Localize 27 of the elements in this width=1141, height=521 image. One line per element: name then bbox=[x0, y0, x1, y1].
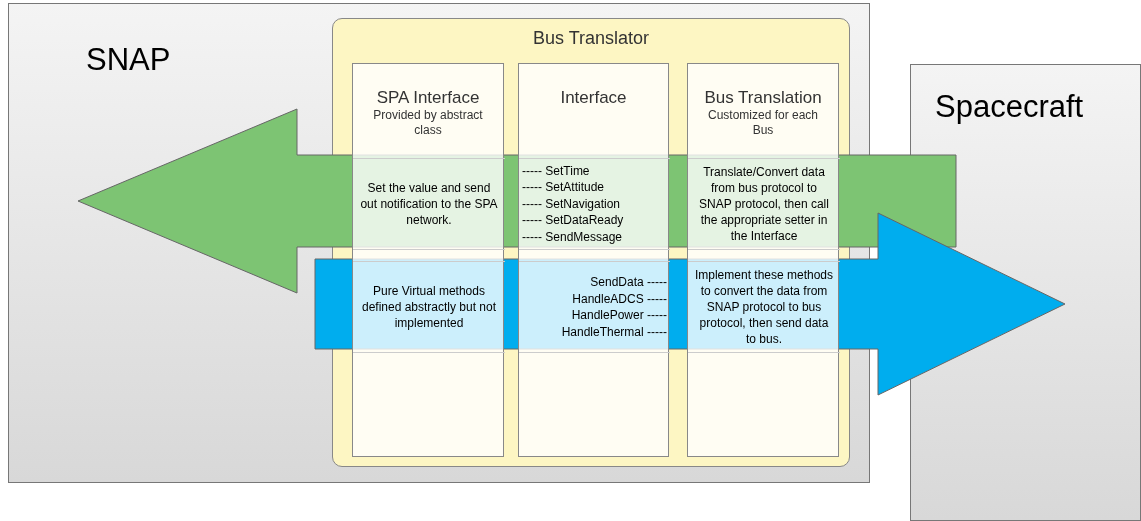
method-label: HandlePower ----- bbox=[571, 307, 667, 324]
method-label: ----- SetDataReady bbox=[522, 212, 624, 229]
panel-title: Bus Translator bbox=[532, 27, 650, 50]
block-arrow bbox=[314, 212, 1066, 396]
column-panel bbox=[687, 63, 839, 457]
system-box bbox=[8, 3, 870, 483]
method-label: ----- SetAttitude bbox=[522, 179, 605, 196]
translator-panel bbox=[332, 18, 850, 467]
method-label: ----- SetNavigation bbox=[522, 195, 621, 213]
method-label: HandleThermal ----- bbox=[561, 323, 667, 340]
description-text: Translate/Convert data from bus protocol to SNAP protocol, then call the appropriate setter in the Interface bbox=[698, 164, 830, 244]
method-label: ----- SetTime bbox=[522, 162, 590, 180]
column-subtitle: Customized for each Bus bbox=[706, 108, 820, 138]
description-text: Pure Virtual methods defined abstractly but not implemented bbox=[360, 283, 498, 331]
column-heading: SPA Interface bbox=[376, 88, 480, 108]
title-text: Spacecraft bbox=[935, 91, 1084, 122]
title-text: SNAP bbox=[86, 44, 171, 75]
description-text: Set the value and send out notification to the SPA network. bbox=[359, 180, 499, 228]
column-subtitle: Provided by abstract class bbox=[372, 108, 484, 138]
column-panel bbox=[518, 63, 669, 457]
method-label: SendData ----- bbox=[590, 274, 667, 291]
method-label: ----- SendMessage bbox=[522, 228, 623, 246]
column-heading: Bus Translation bbox=[704, 88, 822, 108]
description-text: Implement these methods to convert the data from SNAP protocol to bus protocol, then send data to bus. bbox=[694, 267, 834, 347]
method-label: HandleADCS ----- bbox=[572, 290, 667, 307]
column-heading: Interface bbox=[560, 88, 627, 108]
column-panel bbox=[352, 63, 504, 457]
